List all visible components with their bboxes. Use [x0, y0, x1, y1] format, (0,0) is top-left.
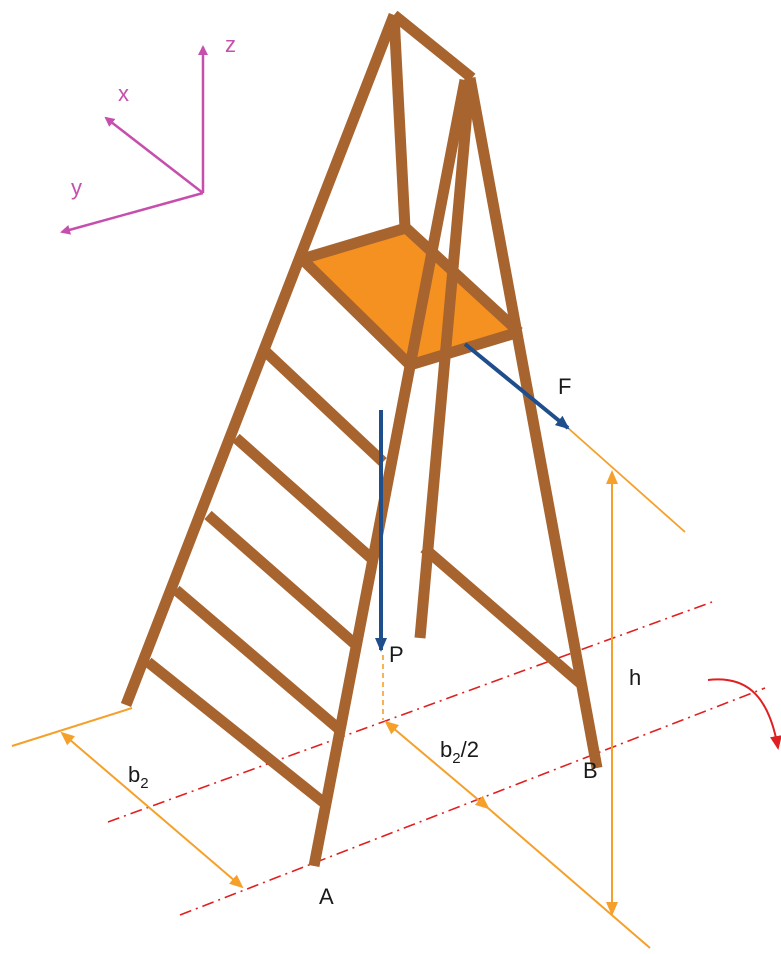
platform-edge-back-left	[300, 222, 408, 265]
x-axis-arrow	[104, 116, 204, 194]
rung-3	[204, 510, 360, 650]
x-axis-label: x	[118, 81, 129, 106]
back-cross-brace	[420, 543, 584, 688]
height-label: h	[629, 665, 641, 690]
back-leg-right	[464, 77, 603, 769]
y-axis-arrow	[60, 191, 204, 235]
half-width-dimension	[384, 720, 490, 810]
center-axis	[107, 601, 713, 823]
platform-edge-front-left	[298, 255, 414, 369]
force-f-label: F	[558, 374, 571, 399]
width-label: b2	[128, 762, 149, 792]
load-p-label: P	[389, 642, 404, 667]
point-b-label: B	[583, 758, 598, 783]
rung-4	[172, 585, 344, 735]
ladder-frame	[120, 10, 603, 868]
half-width-label: b2/2	[440, 737, 479, 767]
rung-1	[262, 347, 387, 467]
width-label-base: b	[128, 762, 140, 787]
y-axis-label: y	[71, 175, 82, 200]
rung-5	[144, 657, 327, 807]
width-label-subscript: 2	[140, 775, 148, 792]
z-axis-label: z	[225, 32, 236, 57]
point-a-label: A	[319, 884, 334, 909]
half-width-extension	[487, 807, 651, 949]
front-leg-left	[120, 13, 400, 707]
platform-edge-back-right	[402, 223, 523, 337]
force-f-line-of-action	[567, 427, 686, 533]
force-f-arrow	[463, 342, 570, 430]
front-leg-right	[308, 78, 471, 868]
rotation-arrow	[707, 678, 781, 750]
platform-top	[302, 228, 519, 365]
dimension-lines	[11, 470, 651, 949]
tipping-axis-a	[179, 687, 766, 916]
coordinate-axes	[60, 45, 208, 235]
half-width-label-subscript: 2	[452, 750, 460, 767]
inner-post	[388, 14, 411, 229]
tipping-axes	[107, 601, 766, 916]
rung-2	[232, 433, 375, 563]
width-extension-line	[11, 707, 133, 747]
half-width-label-base: b	[440, 737, 452, 762]
platform-edge-front-right	[408, 326, 521, 371]
half-width-label-suffix: /2	[461, 737, 479, 762]
width-dimension	[60, 731, 244, 889]
top-rail	[390, 10, 476, 83]
